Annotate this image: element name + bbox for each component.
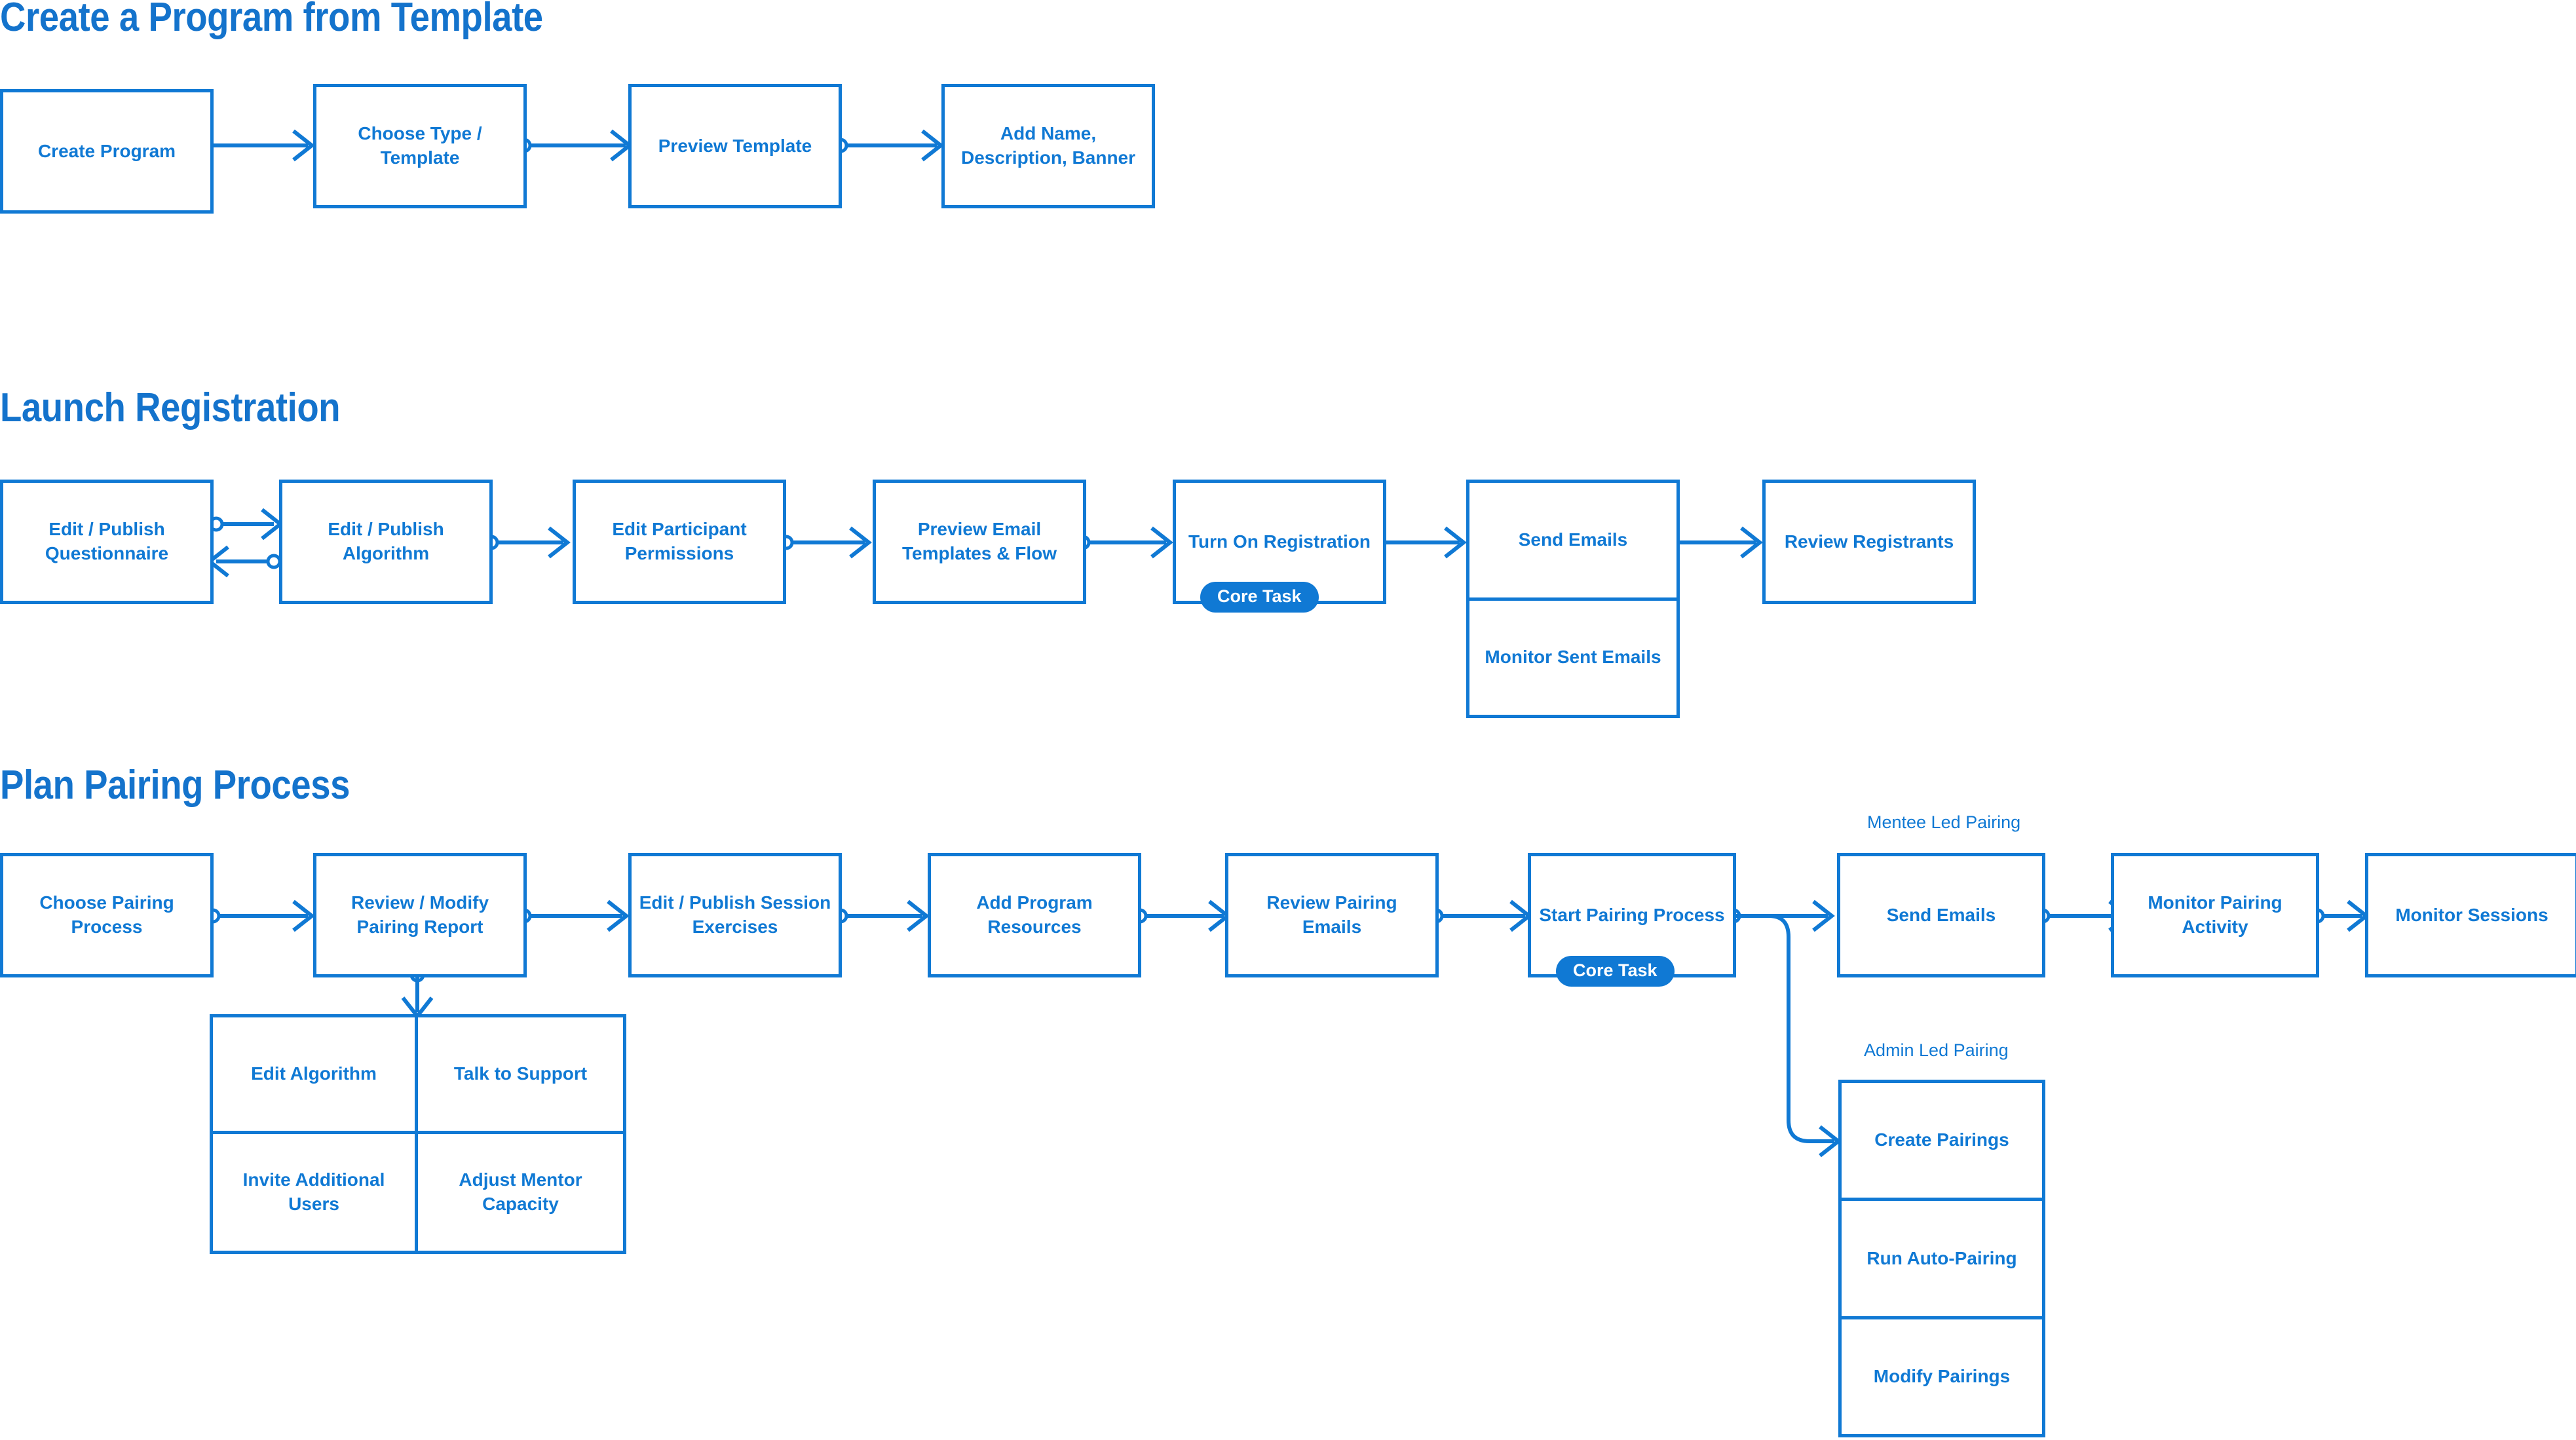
node-choose-pairing-process[interactable]: Choose Pairing Process (0, 853, 214, 977)
node-label: Preview Email Templates & Flow (902, 519, 1057, 563)
node-label: Add Program Resources (976, 892, 1093, 937)
node-add-program-resources[interactable]: Add Program Resources (928, 853, 1141, 977)
node-label: Modify Pairings (1873, 1365, 2011, 1386)
admin-led-pairing-group[interactable]: Create Pairings Run Auto-Pairing Modify … (1838, 1080, 2045, 1437)
node-label: Monitor Pairing Activity (2148, 892, 2282, 937)
node-label: Create Pairings (1874, 1129, 2009, 1150)
node-label: Run Auto-Pairing (1866, 1247, 2017, 1268)
node-preview-template[interactable]: Preview Template (628, 84, 842, 208)
node-label: Edit / Publish Session Exercises (639, 892, 831, 937)
node-monitor-pairing-activity[interactable]: Monitor Pairing Activity (2111, 853, 2319, 977)
node-run-auto-pairing[interactable]: Run Auto-Pairing (1842, 1201, 2042, 1319)
node-create-program[interactable]: Create Program (0, 89, 214, 214)
node-label: Edit / Publish Algorithm (328, 519, 444, 563)
node-label: Review / Modify Pairing Report (350, 892, 489, 937)
node-label: Monitor Sent Emails (1485, 647, 1661, 668)
node-choose-type-template[interactable]: Choose Type / Template (313, 84, 527, 208)
node-send-emails[interactable]: Send Emails (1469, 483, 1676, 601)
option-grid-pairing-report[interactable]: Edit Algorithm Talk to Support Invite Ad… (210, 1014, 626, 1254)
node-talk-to-support[interactable]: Talk to Support (418, 1017, 623, 1134)
node-modify-pairings[interactable]: Modify Pairings (1842, 1319, 2042, 1434)
node-label: Edit Algorithm (251, 1063, 377, 1084)
node-label: Edit / Publish Questionnaire (45, 519, 169, 563)
branch-label-admin-led-pairing: Admin Led Pairing (1864, 1040, 2009, 1060)
node-label: Send Emails (1886, 904, 1996, 925)
node-label: Start Pairing Process (1539, 904, 1725, 925)
node-edit-publish-questionnaire[interactable]: Edit / Publish Questionnaire (0, 480, 214, 604)
node-edit-participant-permissions[interactable]: Edit Participant Permissions (573, 480, 786, 604)
node-label: Choose Pairing Process (39, 892, 174, 937)
node-label: Choose Type / Template (358, 123, 482, 168)
node-review-registrants[interactable]: Review Registrants (1762, 480, 1976, 604)
node-edit-publish-algorithm[interactable]: Edit / Publish Algorithm (279, 480, 493, 604)
node-monitor-sent-emails[interactable]: Monitor Sent Emails (1469, 601, 1676, 715)
node-label: Turn On Registration (1188, 531, 1371, 552)
node-label: Review Pairing Emails (1266, 892, 1397, 937)
node-label: Adjust Mentor Capacity (459, 1169, 582, 1214)
node-label: Invite Additional Users (242, 1169, 385, 1214)
node-send-emails-group[interactable]: Send Emails Monitor Sent Emails (1466, 480, 1680, 718)
branch-label-mentee-led-pairing: Mentee Led Pairing (1867, 812, 2021, 832)
section-title-create-program: Create a Program from Template (0, 0, 543, 40)
section-title-launch-registration: Launch Registration (0, 385, 341, 430)
node-preview-email-templates-flow[interactable]: Preview Email Templates & Flow (873, 480, 1086, 604)
node-label: Monitor Sessions (2395, 904, 2548, 925)
node-invite-additional-users[interactable]: Invite Additional Users (213, 1134, 418, 1251)
node-edit-algorithm[interactable]: Edit Algorithm (213, 1017, 418, 1134)
node-adjust-mentor-capacity[interactable]: Adjust Mentor Capacity (418, 1134, 623, 1251)
section-title-plan-pairing-process: Plan Pairing Process (0, 763, 350, 808)
status-badge-core-task: Core Task (1200, 582, 1319, 613)
node-edit-publish-session-exercises[interactable]: Edit / Publish Session Exercises (628, 853, 842, 977)
node-review-pairing-emails[interactable]: Review Pairing Emails (1225, 853, 1439, 977)
node-label: Review Registrants (1784, 531, 1954, 552)
node-send-emails-pairing[interactable]: Send Emails (1837, 853, 2045, 977)
node-add-name-description-banner[interactable]: Add Name, Description, Banner (941, 84, 1155, 208)
node-label: Preview Template (658, 135, 812, 156)
node-monitor-sessions[interactable]: Monitor Sessions (2365, 853, 2576, 977)
node-label: Talk to Support (453, 1063, 588, 1084)
node-label: Send Emails (1518, 529, 1628, 550)
status-badge-core-task: Core Task (1556, 956, 1675, 987)
node-label: Create Program (37, 140, 176, 161)
node-label: Edit Participant Permissions (612, 519, 747, 563)
node-review-modify-pairing-report[interactable]: Review / Modify Pairing Report (313, 853, 527, 977)
node-create-pairings[interactable]: Create Pairings (1842, 1083, 2042, 1202)
node-label: Add Name, Description, Banner (960, 123, 1136, 168)
